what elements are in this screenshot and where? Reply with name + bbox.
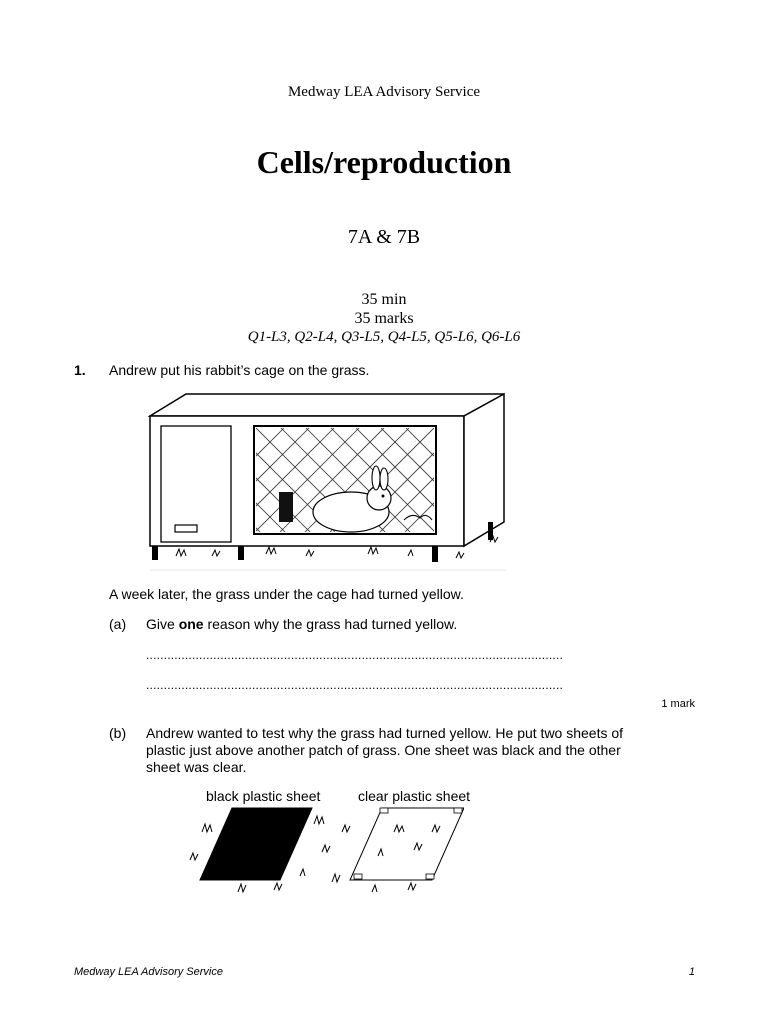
page-title: Cells/reproduction xyxy=(256,144,512,180)
question-levels: Q1-L3, Q2-L4, Q3-L5, Q4-L5, Q5-L6, Q6-L6 xyxy=(247,329,521,345)
part-b-text: Andrew wanted to test why the grass had … xyxy=(146,725,624,775)
plastic-sheets-illustration xyxy=(189,807,464,894)
header-service: Medway LEA Advisory Service xyxy=(287,84,481,100)
black-sheet-label: black plastic sheet xyxy=(206,788,321,804)
question-text: Andrew put his rabbit’s cage on the gras… xyxy=(109,362,370,378)
time-allowed: 35 min xyxy=(361,291,407,308)
clear-sheet-label: clear plastic sheet xyxy=(358,788,471,804)
rabbit-cage-illustration xyxy=(147,392,506,571)
answer-line-2[interactable]: ........................................… xyxy=(146,678,564,692)
topic-code: 7A & 7B xyxy=(347,226,421,248)
answer-line-1[interactable]: ........................................… xyxy=(146,648,564,662)
page-number: 1 xyxy=(688,966,695,978)
mark-allocation: 1 mark xyxy=(661,698,695,710)
part-a-text: Give one reason why the grass had turned… xyxy=(146,616,458,632)
footer-service: Medway LEA Advisory Service xyxy=(74,966,223,978)
part-a-label: (a) xyxy=(109,616,127,632)
part-b-label: (b) xyxy=(109,725,127,741)
total-marks: 35 marks xyxy=(354,310,414,327)
question-number: 1. xyxy=(74,362,86,378)
observation-text: A week later, the grass under the cage h… xyxy=(109,586,464,602)
